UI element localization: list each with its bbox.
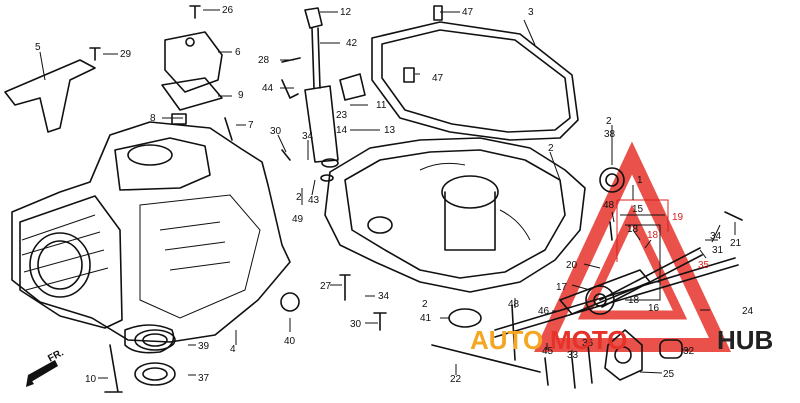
- label-38: 38: [604, 129, 616, 140]
- label-18b: 18: [647, 230, 659, 241]
- bolts: [89, 5, 743, 393]
- camshaft-assembly: [494, 247, 739, 381]
- label-29: 29: [120, 49, 132, 60]
- label-30: 30: [270, 126, 282, 137]
- label-9: 9: [238, 90, 244, 101]
- label-16: 16: [648, 303, 660, 314]
- leader-lines: [39, 9, 736, 379]
- bracket: [4, 59, 96, 133]
- label-34c: 34: [378, 291, 390, 302]
- crankcase-cover: [324, 137, 586, 293]
- label-24: 24: [742, 306, 754, 317]
- gasket: [371, 21, 579, 141]
- label-5: 5: [35, 42, 41, 53]
- label-49: 49: [292, 214, 304, 225]
- watermark-text: AUTO MOTO HUB: [470, 325, 773, 355]
- label-46: 46: [538, 306, 550, 317]
- subassembly-box: [620, 214, 665, 301]
- watermark-hub: HUB: [717, 325, 773, 355]
- label-2-mid: 2: [548, 143, 554, 154]
- label-31: 31: [712, 245, 724, 256]
- label-48b: 48: [508, 299, 520, 310]
- label-1: 1: [637, 175, 643, 186]
- label-47b: 47: [432, 73, 444, 84]
- watermark-triangle: [534, 141, 732, 352]
- label-26: 26: [222, 5, 234, 16]
- label-7: 7: [248, 120, 254, 131]
- label-44: 44: [262, 83, 274, 94]
- label-2-low: 2: [422, 299, 428, 310]
- label-21: 21: [730, 238, 742, 249]
- label-18c: 18: [628, 295, 640, 306]
- label-28: 28: [258, 55, 270, 66]
- dipstick: [304, 7, 366, 163]
- label-18a: 18: [627, 224, 639, 235]
- label-17: 17: [556, 282, 568, 293]
- label-12: 12: [340, 7, 352, 18]
- label-15: 15: [632, 204, 644, 215]
- label-2-left: 2: [296, 192, 302, 203]
- watermark-moto: MOTO: [550, 325, 628, 355]
- subassembly-bracket: [616, 199, 669, 262]
- label-48: 48: [603, 200, 615, 211]
- label-41: 41: [420, 313, 432, 324]
- label-19: 19: [672, 212, 684, 223]
- label-27: 27: [320, 281, 332, 292]
- front-arrow: FR.: [26, 347, 66, 387]
- label-6: 6: [235, 47, 241, 58]
- label-34: 34: [302, 131, 314, 142]
- label-22: 22: [450, 374, 462, 385]
- label-2-top: 2: [606, 116, 612, 127]
- label-35: 35: [698, 260, 710, 271]
- label-30b: 30: [350, 319, 362, 330]
- label-34b: 34: [710, 231, 722, 242]
- watermark-auto: AUTO: [470, 325, 543, 355]
- label-3: 3: [528, 7, 534, 18]
- label-47: 47: [462, 7, 474, 18]
- label-13: 13: [384, 125, 396, 136]
- label-43: 43: [308, 195, 320, 206]
- front-marker: FR.: [46, 347, 66, 364]
- label-36: 36: [582, 338, 594, 349]
- label-14: 14: [336, 125, 348, 136]
- label-23: 23: [336, 110, 348, 121]
- breather-cover: [161, 31, 223, 111]
- cylinder-block: [11, 121, 291, 354]
- label-37: 37: [198, 373, 210, 384]
- label-40: 40: [284, 336, 296, 347]
- part-labels: 26 12 47 3 5 29 6 28 42 47 44 9 11 23 8 …: [35, 5, 754, 385]
- label-8: 8: [150, 113, 156, 124]
- label-11: 11: [376, 100, 387, 111]
- label-45: 45: [542, 346, 554, 357]
- label-25: 25: [663, 369, 675, 380]
- label-42: 42: [346, 38, 358, 49]
- label-4: 4: [230, 344, 236, 355]
- label-32: 32: [683, 346, 695, 357]
- label-20: 20: [566, 260, 578, 271]
- label-33: 33: [567, 350, 579, 361]
- label-10: 10: [85, 374, 97, 385]
- label-39: 39: [198, 341, 210, 352]
